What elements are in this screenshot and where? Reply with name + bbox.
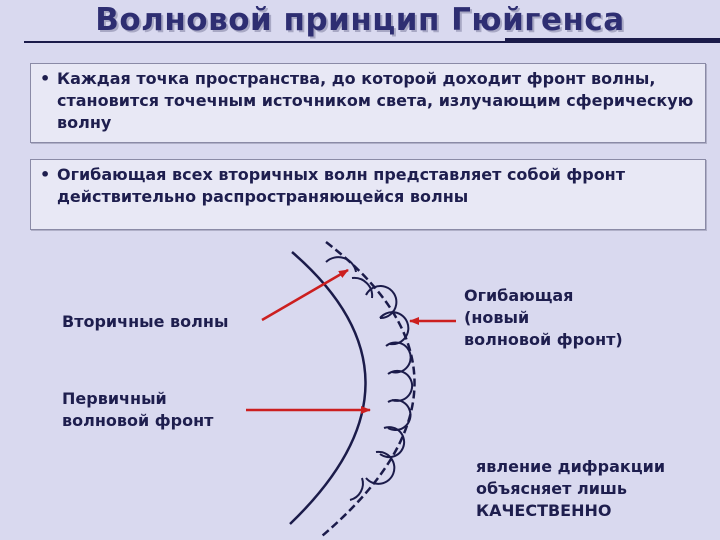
secondary-wavelet bbox=[387, 399, 412, 431]
secondary-wavelets bbox=[325, 256, 414, 501]
secondary-wavelet bbox=[387, 369, 414, 402]
secondary-wavelet bbox=[365, 285, 398, 320]
primary-wavefront-arc bbox=[289, 251, 367, 525]
secondary-wavelet bbox=[349, 477, 364, 501]
secondary-waves-label: Вторичные волны bbox=[62, 312, 229, 331]
envelope-wavefront-arc bbox=[321, 241, 416, 537]
primary-wavefront-label: Первичный волновой фронт bbox=[62, 389, 214, 430]
bullet-icon: • bbox=[40, 165, 51, 184]
bullet-icon: • bbox=[40, 69, 51, 88]
secondary-wavelet bbox=[385, 341, 412, 374]
envelope-label: Огибающая (новый волновой фронт) bbox=[464, 286, 623, 349]
principle-point-1: • Каждая точка пространства, до которой … bbox=[30, 63, 706, 143]
secondary-wavelet bbox=[365, 450, 396, 485]
title-underline bbox=[24, 41, 720, 43]
title-underline-accent bbox=[505, 38, 720, 42]
principle-point-2: • Огибающая всех вторичных волн представ… bbox=[30, 159, 706, 230]
diffraction-conclusion: явление дифракции объясняет лишь КАЧЕСТВ… bbox=[476, 457, 666, 520]
slide-title: Волновой принцип Гюйгенса bbox=[95, 2, 625, 38]
arrow-to-secondary-waves bbox=[261, 268, 349, 322]
secondary-wavelet bbox=[379, 426, 406, 459]
principle-point-1-text: Каждая точка пространства, до которой до… bbox=[57, 69, 694, 132]
principle-point-2-text: Огибающая всех вторичных волн представля… bbox=[57, 165, 626, 206]
secondary-wavelet bbox=[325, 256, 357, 273]
secondary-wavelet bbox=[351, 276, 374, 299]
